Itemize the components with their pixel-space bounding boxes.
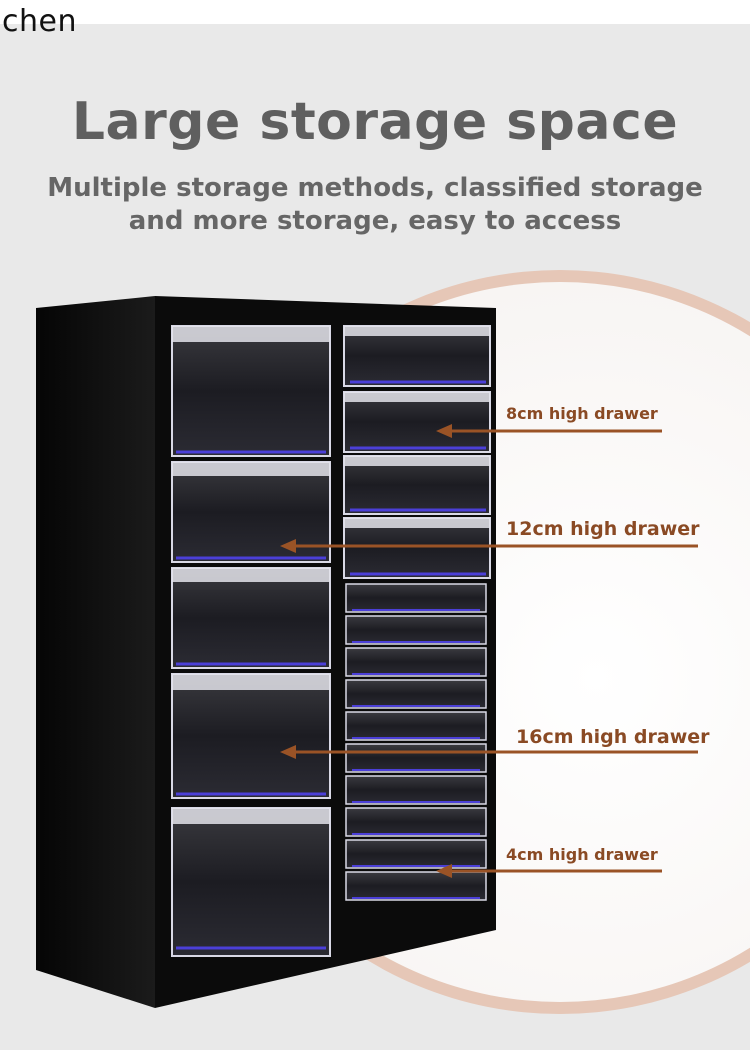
drawer-right-10 bbox=[345, 743, 487, 773]
drawer-right-6 bbox=[345, 615, 487, 645]
drawer-right-12 bbox=[345, 807, 487, 837]
drawer-right-9 bbox=[345, 711, 487, 741]
drawer-right-14 bbox=[345, 871, 487, 901]
top-strip bbox=[0, 0, 750, 24]
drawer-right-5 bbox=[345, 583, 487, 613]
drawer-right-8 bbox=[345, 679, 487, 709]
drawer-left-3 bbox=[171, 567, 331, 669]
callout-12cm-drawer: 12cm high drawer bbox=[506, 518, 700, 540]
drawer-right-13 bbox=[345, 839, 487, 869]
callout-16cm-drawer: 16cm high drawer bbox=[516, 726, 710, 748]
callout-4cm-drawer: 4cm high drawer bbox=[506, 845, 658, 864]
headline: Large storage space bbox=[71, 92, 679, 152]
callout-8cm-drawer: 8cm high drawer bbox=[506, 404, 658, 423]
cabinet-side-panel bbox=[36, 296, 155, 1008]
drawer-right-11 bbox=[345, 775, 487, 805]
drawer-left-1 bbox=[171, 325, 331, 457]
subheadline-line-1: Multiple storage methods, classified sto… bbox=[47, 173, 703, 203]
left-drawer-column bbox=[171, 325, 331, 957]
brand-watermark: chen bbox=[2, 4, 77, 39]
drawer-left-5 bbox=[171, 807, 331, 957]
drawer-right-7 bbox=[345, 647, 487, 677]
right-drawer-column bbox=[343, 325, 491, 901]
subheadline-line-2: and more storage, easy to access bbox=[128, 206, 622, 236]
callout-arrows bbox=[280, 424, 698, 878]
drawer-left-4 bbox=[171, 673, 331, 799]
subheadline: Multiple storage methods, classified sto… bbox=[0, 172, 750, 238]
